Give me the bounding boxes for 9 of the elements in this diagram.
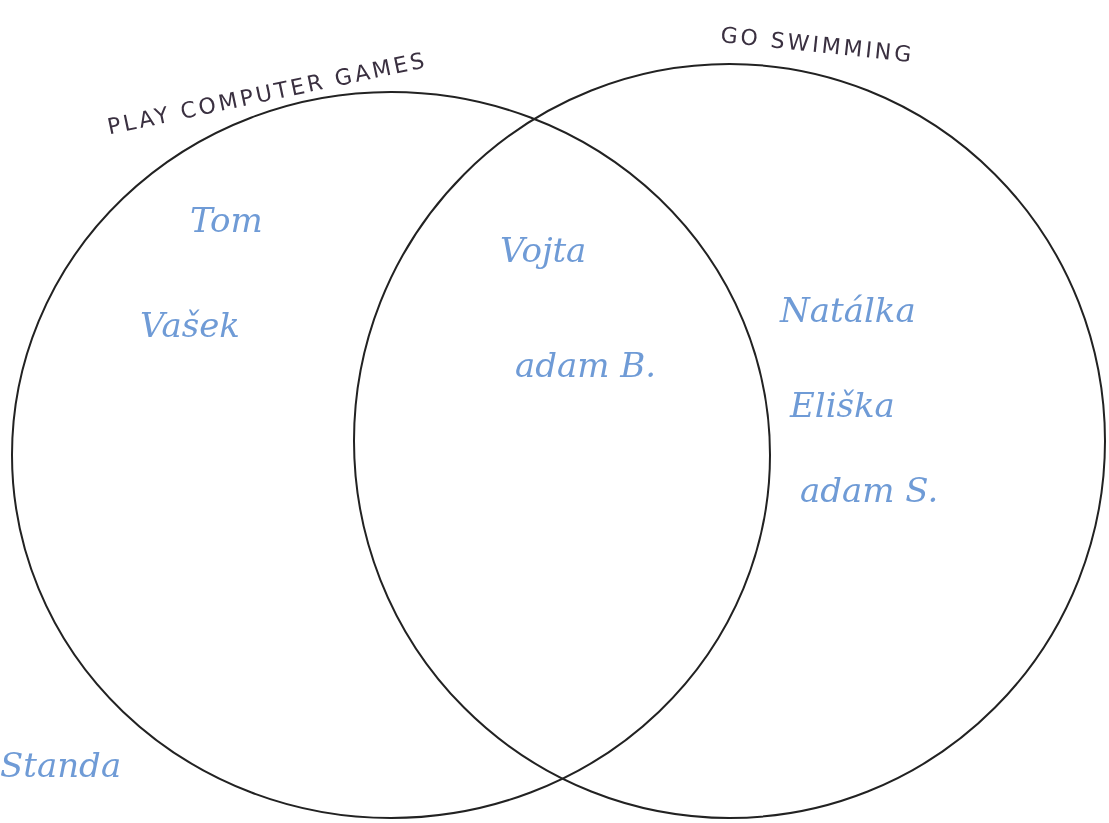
name-text: Eliška: [790, 385, 895, 425]
name-text: adam B.: [515, 345, 657, 385]
name-text: Vojta: [500, 230, 587, 270]
name-text: Vašek: [140, 305, 240, 345]
set-title: GO SWIMMING: [719, 22, 916, 68]
name-text: Natálka: [780, 290, 916, 330]
name-text: Tom: [190, 200, 263, 240]
name-text: Standa: [0, 745, 122, 785]
name-text: adam S.: [800, 470, 939, 510]
